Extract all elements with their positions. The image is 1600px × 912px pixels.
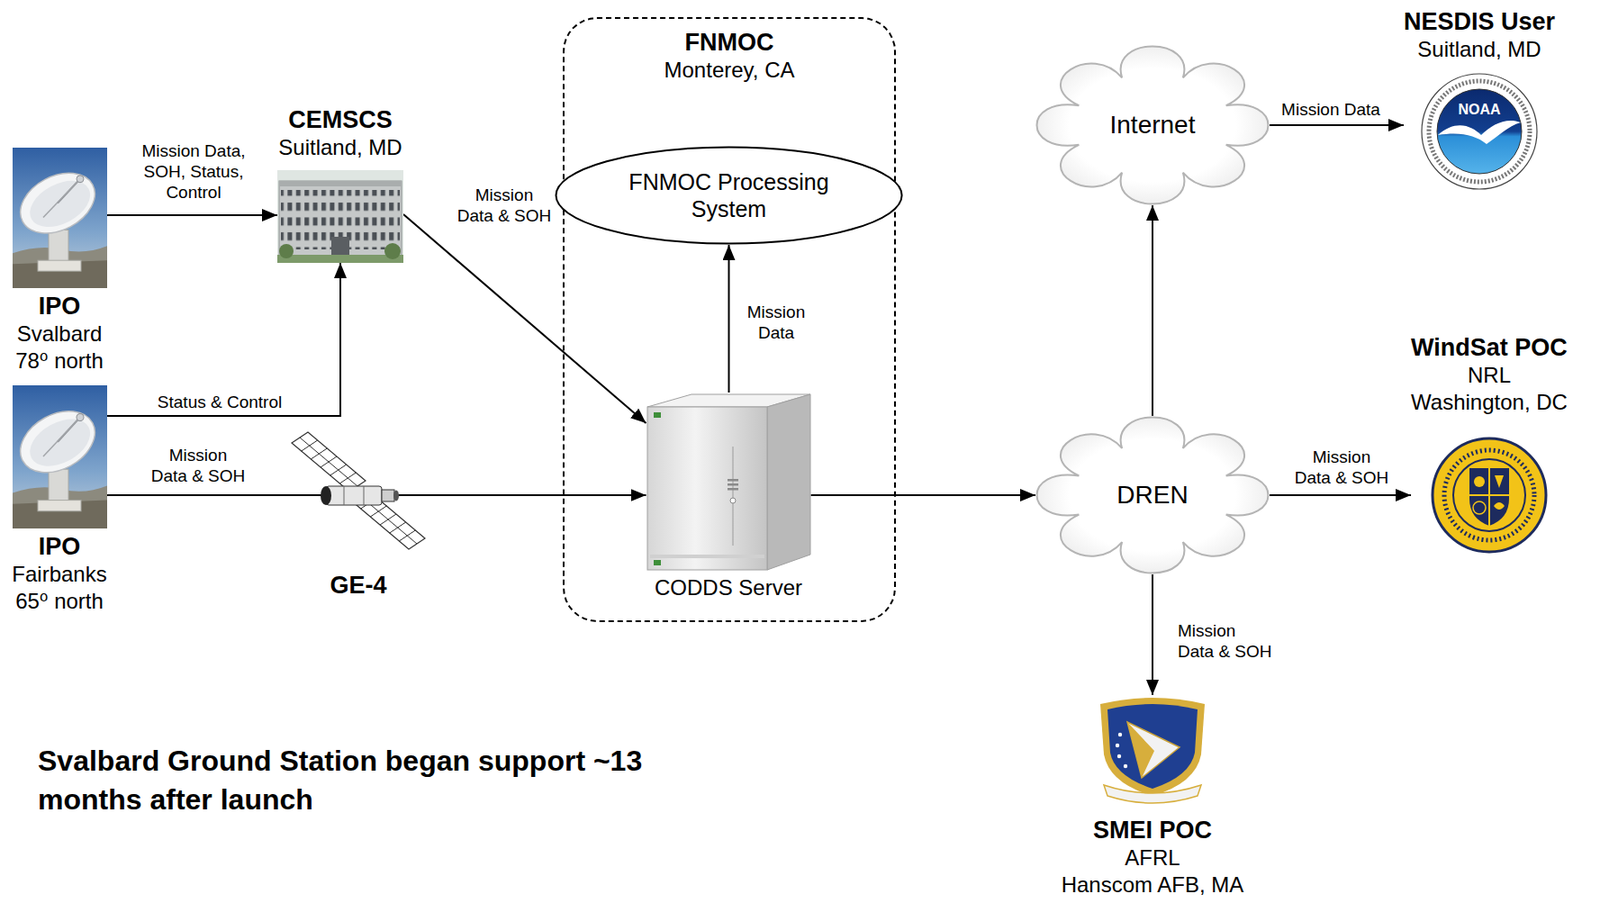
illustration-art xyxy=(9,147,108,289)
node-title: GE-4 xyxy=(329,570,387,600)
node-title: IPO xyxy=(38,291,82,321)
relay-satellite: GE-4 xyxy=(288,428,429,600)
edge-label: Mission Data xyxy=(1281,99,1381,120)
process-ellipse: FNMOC Processing System xyxy=(554,145,904,245)
illustration-art xyxy=(9,385,108,529)
node-title: SMEI POC xyxy=(1093,815,1212,845)
node-title: WindSat POC xyxy=(1410,333,1568,362)
illustration-art xyxy=(647,394,811,570)
cloud-shape xyxy=(1037,417,1269,574)
connector-arrow xyxy=(107,214,279,217)
illustration-art xyxy=(1421,73,1537,190)
facility-boundary: FNMOCMonterey, CA FNMOC Processing System… xyxy=(562,17,896,623)
logo-text: NOAA xyxy=(1457,101,1501,118)
connector-arrow xyxy=(107,494,289,497)
illustration xyxy=(1429,435,1549,555)
node-title: IPO xyxy=(38,532,82,561)
ellipse-outline xyxy=(554,145,904,245)
network-cloud: Internet xyxy=(1035,45,1270,206)
node-title: Internet xyxy=(1110,110,1196,140)
edge-label: Mission Data & SOH xyxy=(150,444,247,487)
node-subtitle: Monterey, CA xyxy=(664,56,796,84)
user-site: NESDIS UserSuitland, MD xyxy=(1403,7,1555,191)
node-subtitle: 65⁰ north xyxy=(15,587,104,615)
illustration xyxy=(646,392,812,571)
node-subtitle: Hanscom AFB, MA xyxy=(1061,871,1245,899)
ground-station: IPOSvalbard78⁰ north xyxy=(12,147,108,375)
node-subtitle: Svalbard xyxy=(17,320,103,348)
connector-arrow xyxy=(1269,494,1411,497)
node-subtitle: Suitland, MD xyxy=(1417,36,1541,64)
illustration-art xyxy=(1100,697,1205,804)
node-title: FNMOC xyxy=(685,27,775,57)
illustration xyxy=(12,147,108,289)
edge-label: Mission Data & SOH xyxy=(1177,620,1275,662)
edge-label: Status & Control xyxy=(157,391,282,413)
connector-arrow xyxy=(1151,574,1154,696)
ellipse-shape xyxy=(555,147,902,245)
illustration xyxy=(12,385,108,529)
illustration xyxy=(288,428,429,564)
connector-arrow xyxy=(811,494,1037,497)
user-site: WindSat POCNRLWashington, DC xyxy=(1410,333,1568,555)
illustration-art xyxy=(277,170,404,263)
connector-arrow xyxy=(403,214,647,424)
node-title: CEMSCS xyxy=(288,105,393,135)
illustration xyxy=(1419,72,1539,191)
edge-label: Mission Data & SOH xyxy=(1293,446,1391,489)
edge-label: Mission Data, SOH, Status, Control xyxy=(137,140,251,203)
cloud-shape xyxy=(1037,46,1269,205)
illustration xyxy=(277,170,404,263)
node-subtitle: NRL xyxy=(1467,361,1511,389)
network-cloud: DREN xyxy=(1035,415,1270,575)
edge-label: Mission Data & SOH xyxy=(456,184,553,226)
ground-station: IPOFairbanks65⁰ north xyxy=(11,385,107,615)
illustration-art xyxy=(288,432,429,550)
connector-arrow xyxy=(1269,124,1404,127)
node-subtitle: Fairbanks xyxy=(11,560,107,588)
node-title: NESDIS User xyxy=(1403,7,1555,37)
server: CODDS Server xyxy=(646,392,812,602)
connector-arrow xyxy=(107,262,341,416)
node-title: DREN xyxy=(1116,480,1188,510)
node-title: CODDS Server xyxy=(654,574,803,602)
operations-center: CEMSCSSuitland, MD xyxy=(277,105,404,263)
node-subtitle: AFRL xyxy=(1124,844,1180,872)
illustration-art xyxy=(1432,438,1546,552)
node-subtitle: Washington, DC xyxy=(1410,388,1568,416)
node-subtitle: Suitland, MD xyxy=(278,134,402,162)
connector-arrow xyxy=(428,494,647,497)
illustration xyxy=(1091,695,1214,807)
user-site: SMEI POCAFRLHanscom AFB, MA xyxy=(1061,695,1245,899)
note-text: Svalbard Ground Station began support ~1… xyxy=(37,741,705,820)
node-subtitle: 78⁰ north xyxy=(15,347,104,375)
connector-arrow xyxy=(728,244,731,393)
node-title: FNMOC Processing System xyxy=(621,168,838,223)
connector-arrow xyxy=(1151,205,1154,416)
edge-label: Mission Data xyxy=(740,301,813,344)
